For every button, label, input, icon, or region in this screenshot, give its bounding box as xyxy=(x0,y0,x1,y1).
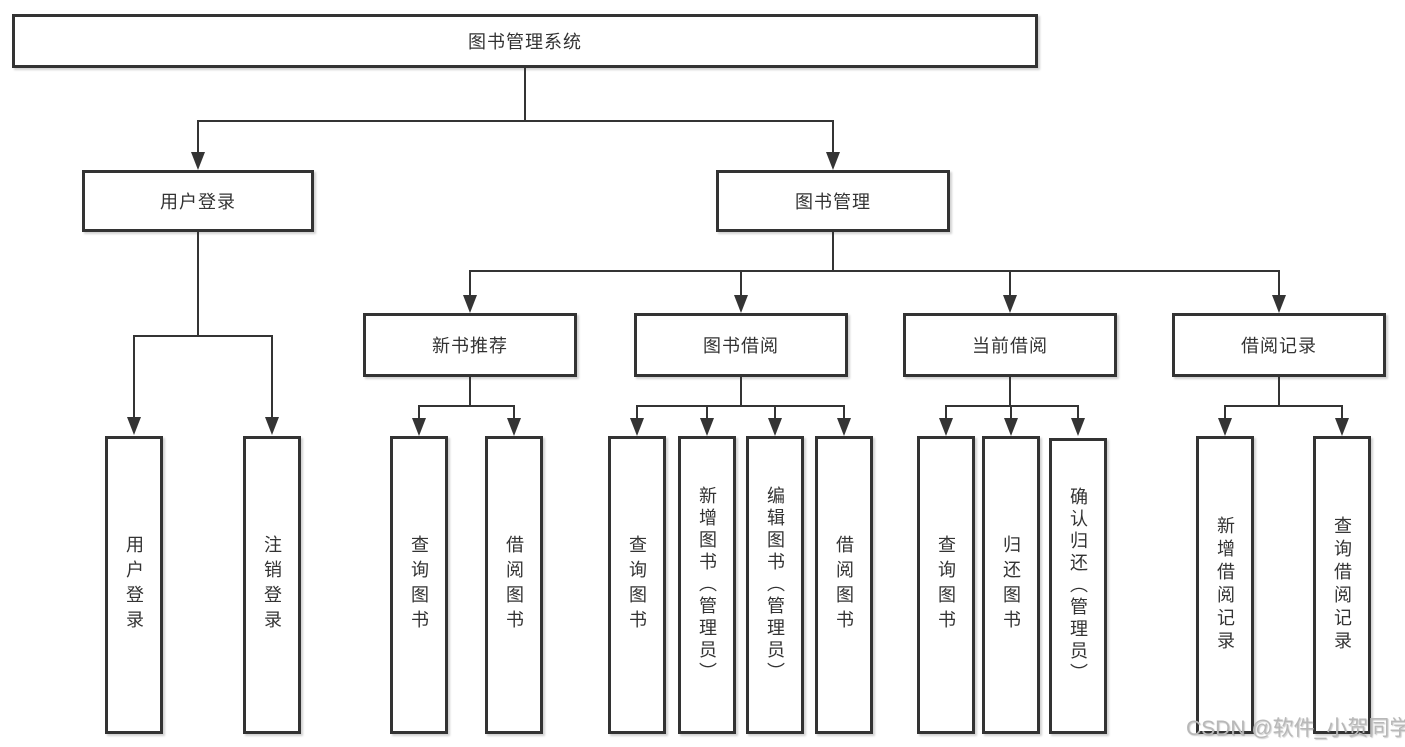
leaf-add-borrow-record: 新增借阅记录 xyxy=(1196,436,1254,734)
connector-line xyxy=(636,405,638,419)
arrow-down-icon xyxy=(1004,418,1018,436)
leaf-confirm-return-admin-label: 确认归还（管理员） xyxy=(1068,487,1088,685)
connector-line xyxy=(832,120,834,154)
leaf-add-books-admin-label: 新增图书（管理员） xyxy=(697,486,717,684)
arrow-down-icon xyxy=(1272,295,1286,313)
node-new-book-recommend-label: 新书推荐 xyxy=(432,336,508,356)
node-user-login-label: 用户登录 xyxy=(160,192,236,212)
connector-line xyxy=(1009,270,1011,297)
connector-line xyxy=(1341,405,1343,419)
node-book-borrow: 图书借阅 xyxy=(634,313,848,377)
leaf-query-books-recommend-label: 查询图书 xyxy=(409,535,429,635)
arrow-down-icon xyxy=(265,417,279,435)
arrow-down-icon xyxy=(939,418,953,436)
connector-line xyxy=(1278,377,1280,405)
connector-line xyxy=(636,405,845,407)
connector-line xyxy=(469,270,1280,272)
connector-line xyxy=(524,68,526,120)
connector-line xyxy=(740,377,742,405)
node-root: 图书管理系统 xyxy=(12,14,1038,68)
node-book-borrow-label: 图书借阅 xyxy=(703,336,779,356)
arrow-down-icon xyxy=(463,295,477,313)
leaf-edit-books-admin-label: 编辑图书（管理员） xyxy=(765,486,785,684)
arrow-down-icon xyxy=(507,418,521,436)
leaf-logout-login-label: 注销登录 xyxy=(262,535,282,635)
connector-line xyxy=(1009,377,1011,405)
arrow-down-icon xyxy=(734,295,748,313)
connector-line xyxy=(469,270,471,297)
csdn-watermark: CSDN @软件_小贺同学 xyxy=(1186,717,1405,740)
node-root-label: 图书管理系统 xyxy=(468,32,582,52)
leaf-confirm-return-admin: 确认归还（管理员） xyxy=(1049,438,1107,734)
leaf-query-borrow-record-label: 查询借阅记录 xyxy=(1332,516,1352,654)
connector-line xyxy=(418,405,420,419)
connector-line xyxy=(706,405,708,419)
leaf-return-books-label: 归还图书 xyxy=(1001,535,1021,635)
connector-line xyxy=(945,405,947,419)
arrow-down-icon xyxy=(1218,418,1232,436)
leaf-borrow-books-label: 借阅图书 xyxy=(834,535,854,635)
arrow-down-icon xyxy=(412,418,426,436)
connector-line xyxy=(774,405,776,419)
connector-line xyxy=(740,270,742,297)
leaf-query-books-current-label: 查询图书 xyxy=(936,535,956,635)
arrow-down-icon xyxy=(1003,295,1017,313)
connector-line xyxy=(513,405,515,419)
connector-line xyxy=(197,232,199,335)
arrow-down-icon xyxy=(191,152,205,170)
leaf-query-books-borrow: 查询图书 xyxy=(608,436,666,734)
arrow-down-icon xyxy=(1335,418,1349,436)
connector-line xyxy=(133,335,273,337)
arrow-down-icon xyxy=(837,418,851,436)
connector-line xyxy=(1224,405,1226,419)
leaf-user-login: 用户登录 xyxy=(105,436,163,734)
leaf-edit-books-admin: 编辑图书（管理员） xyxy=(746,436,804,734)
leaf-add-borrow-record-label: 新增借阅记录 xyxy=(1215,516,1235,654)
connector-line xyxy=(1010,405,1012,419)
arrow-down-icon xyxy=(127,417,141,435)
node-book-management-label: 图书管理 xyxy=(795,192,871,212)
leaf-query-books-recommend: 查询图书 xyxy=(390,436,448,734)
leaf-return-books: 归还图书 xyxy=(982,436,1040,734)
leaf-borrow-books-recommend-label: 借阅图书 xyxy=(504,535,524,635)
node-new-book-recommend: 新书推荐 xyxy=(363,313,577,377)
connector-line xyxy=(197,120,834,122)
connector-line xyxy=(843,405,845,419)
connector-line xyxy=(271,335,273,418)
arrow-down-icon xyxy=(826,152,840,170)
node-current-borrow-label: 当前借阅 xyxy=(972,336,1048,356)
node-user-login: 用户登录 xyxy=(82,170,314,232)
leaf-query-books-borrow-label: 查询图书 xyxy=(627,535,647,635)
arrow-down-icon xyxy=(1071,418,1085,436)
leaf-user-login-label: 用户登录 xyxy=(124,535,144,635)
connector-line xyxy=(469,377,471,405)
connector-line xyxy=(133,335,135,418)
leaf-add-books-admin: 新增图书（管理员） xyxy=(678,436,736,734)
leaf-query-books-current: 查询图书 xyxy=(917,436,975,734)
connector-line xyxy=(945,405,1079,407)
connector-line xyxy=(1224,405,1342,407)
node-borrow-record: 借阅记录 xyxy=(1172,313,1386,377)
leaf-borrow-books: 借阅图书 xyxy=(815,436,873,734)
node-current-borrow: 当前借阅 xyxy=(903,313,1117,377)
arrow-down-icon xyxy=(700,418,714,436)
leaf-borrow-books-recommend: 借阅图书 xyxy=(485,436,543,734)
leaf-query-borrow-record: 查询借阅记录 xyxy=(1313,436,1371,734)
leaf-logout-login: 注销登录 xyxy=(243,436,301,734)
node-book-management: 图书管理 xyxy=(716,170,950,232)
arrow-down-icon xyxy=(630,418,644,436)
connector-line xyxy=(197,120,199,154)
arrow-down-icon xyxy=(768,418,782,436)
connector-line xyxy=(1077,405,1079,419)
connector-line xyxy=(832,232,834,270)
connector-line xyxy=(1278,270,1280,297)
node-borrow-record-label: 借阅记录 xyxy=(1241,336,1317,356)
connector-line xyxy=(418,405,515,407)
